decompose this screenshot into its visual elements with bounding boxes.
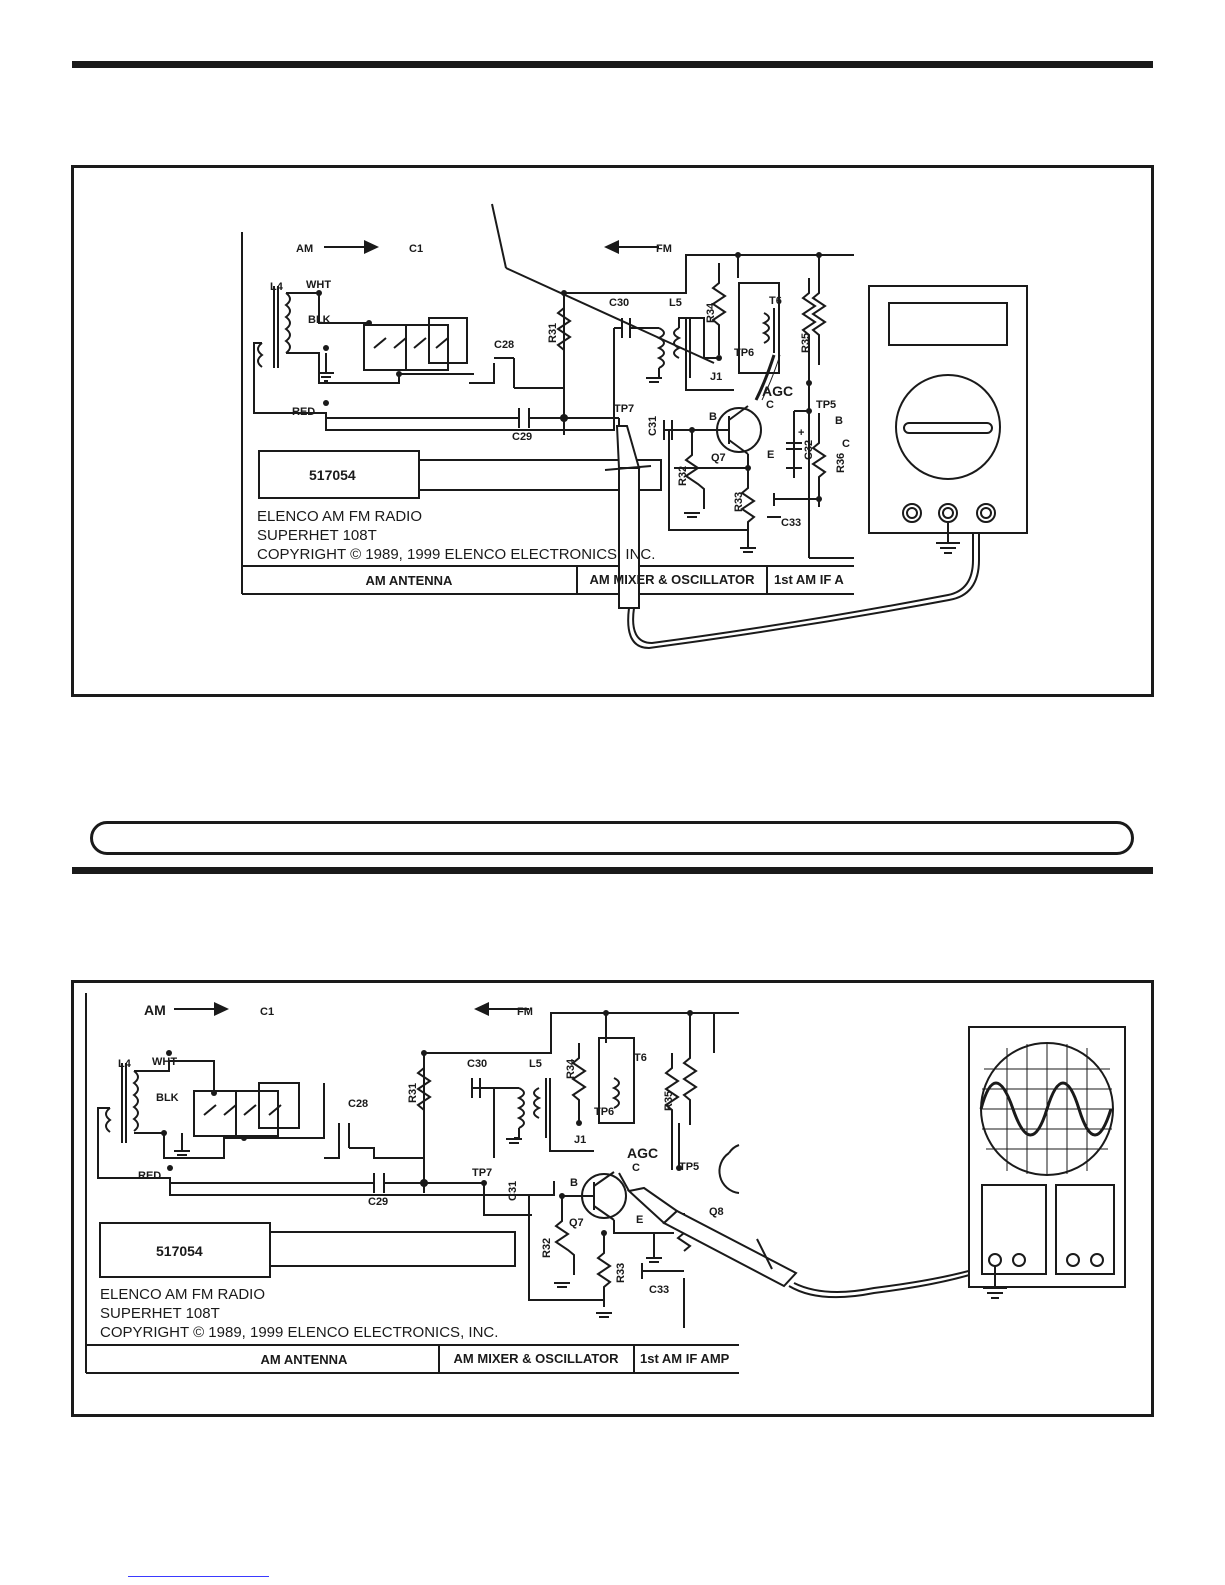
c29-label: C29 xyxy=(368,1196,388,1208)
section-heading-box xyxy=(90,821,1134,855)
section-am-antenna: AM ANTENNA xyxy=(261,1352,349,1367)
wht-label: WHT xyxy=(306,279,331,291)
c1-label: C1 xyxy=(260,1006,274,1018)
blk-label: BLK xyxy=(156,1092,179,1104)
top-divider-rule xyxy=(72,61,1153,68)
footer-link-underline[interactable] xyxy=(128,1576,269,1577)
q7-label: Q7 xyxy=(711,452,726,464)
c31-label: C31 xyxy=(507,1181,519,1201)
part-number-label: 517054 xyxy=(309,467,356,483)
part-number-label: 517054 xyxy=(156,1243,203,1259)
red-label: RED xyxy=(138,1170,161,1182)
j1-label: J1 xyxy=(574,1134,586,1146)
c29-label: C29 xyxy=(512,431,532,443)
collector-label: C xyxy=(766,399,774,411)
tp6-label: TP6 xyxy=(734,347,754,359)
r33-label: R33 xyxy=(733,492,745,512)
t6-label: T6 xyxy=(634,1052,647,1064)
q8-label: Q8 xyxy=(709,1206,724,1218)
c30-label: C30 xyxy=(609,297,629,309)
base-label: B xyxy=(570,1177,578,1189)
section-mixer-oscillator: AM MIXER & OSCILLATOR xyxy=(590,572,756,587)
r31-label: R31 xyxy=(407,1083,419,1103)
c33-label: C33 xyxy=(781,517,801,529)
q7-label: Q7 xyxy=(569,1217,584,1229)
c28-label: C28 xyxy=(494,339,514,351)
c1-label: C1 xyxy=(409,243,423,255)
tp6-label: TP6 xyxy=(594,1106,614,1118)
l5-label: L5 xyxy=(529,1058,542,1070)
brand-line-1: ELENCO AM FM RADIO xyxy=(257,508,422,525)
l4-label: L4 xyxy=(118,1058,132,1070)
emitter-label: E xyxy=(767,449,774,461)
l5-label: L5 xyxy=(669,297,682,309)
figure2-frame: AM C1 FM L4 WHT BLK RED R31 C28 C29 C30 … xyxy=(71,980,1154,1417)
r33-label: R33 xyxy=(615,1263,627,1283)
blk-label: BLK xyxy=(308,314,331,326)
figure1-diagram: AM C1 FM L4 WHT BLK RED R31 C28 C29 C30 … xyxy=(241,203,1028,650)
copyright-line: COPYRIGHT © 1989, 1999 ELENCO ELECTRONIC… xyxy=(100,1324,498,1341)
r35-label: R35 xyxy=(663,1091,675,1111)
brand-line-1: ELENCO AM FM RADIO xyxy=(100,1286,265,1303)
c31-label: C31 xyxy=(647,416,659,436)
l4-label: L4 xyxy=(270,281,284,293)
copyright-line: COPYRIGHT © 1989, 1999 ELENCO ELECTRONIC… xyxy=(257,546,655,563)
tp7-label: TP7 xyxy=(614,403,634,415)
tp5-label: TP5 xyxy=(679,1161,699,1173)
middle-divider-rule xyxy=(72,867,1153,874)
r36-label: R36 xyxy=(835,453,847,473)
c33-label: C33 xyxy=(649,1284,669,1296)
tp7-label: TP7 xyxy=(472,1167,492,1179)
r32-label: R32 xyxy=(541,1238,553,1258)
section-mixer-oscillator: AM MIXER & OSCILLATOR xyxy=(454,1351,620,1366)
base-label: B xyxy=(709,411,717,423)
r32-label: R32 xyxy=(677,466,689,486)
r31-label: R31 xyxy=(547,323,559,343)
c32-plus-label: + xyxy=(798,427,804,439)
section-if-amp: 1st AM IF AMP xyxy=(640,1351,730,1366)
base-label-2: B xyxy=(835,415,843,427)
agc-label: AGC xyxy=(762,383,793,399)
am-label: AM xyxy=(296,243,313,255)
c28-label: C28 xyxy=(348,1098,368,1110)
figure1-frame: AM C1 FM L4 WHT BLK RED R31 C28 C29 C30 … xyxy=(71,165,1154,697)
tp5-label: TP5 xyxy=(816,399,836,411)
am-label: AM xyxy=(144,1002,166,1018)
wht-label: WHT xyxy=(152,1056,177,1068)
r34-label: R34 xyxy=(705,302,717,323)
r34-label: R34 xyxy=(565,1058,577,1079)
collector-label-2: C xyxy=(842,438,850,450)
red-label: RED xyxy=(292,406,315,418)
emitter-label: E xyxy=(636,1214,643,1226)
fm-label: FM xyxy=(656,243,672,255)
r35-label: R35 xyxy=(800,333,812,353)
collector-label: C xyxy=(632,1162,640,1174)
brand-line-2: SUPERHET 108T xyxy=(257,527,377,544)
section-if-amp: 1st AM IF A xyxy=(774,572,844,587)
fm-label: FM xyxy=(517,1006,533,1018)
figure2-diagram: AM C1 FM L4 WHT BLK RED R31 C28 C29 C30 … xyxy=(85,993,1126,1374)
brand-line-2: SUPERHET 108T xyxy=(100,1305,220,1322)
agc-label: AGC xyxy=(627,1145,658,1161)
j1-label: J1 xyxy=(710,371,722,383)
section-am-antenna: AM ANTENNA xyxy=(366,573,454,588)
t6-label: T6 xyxy=(769,295,782,307)
c32-label: C32 xyxy=(803,440,815,460)
c30-label: C30 xyxy=(467,1058,487,1070)
